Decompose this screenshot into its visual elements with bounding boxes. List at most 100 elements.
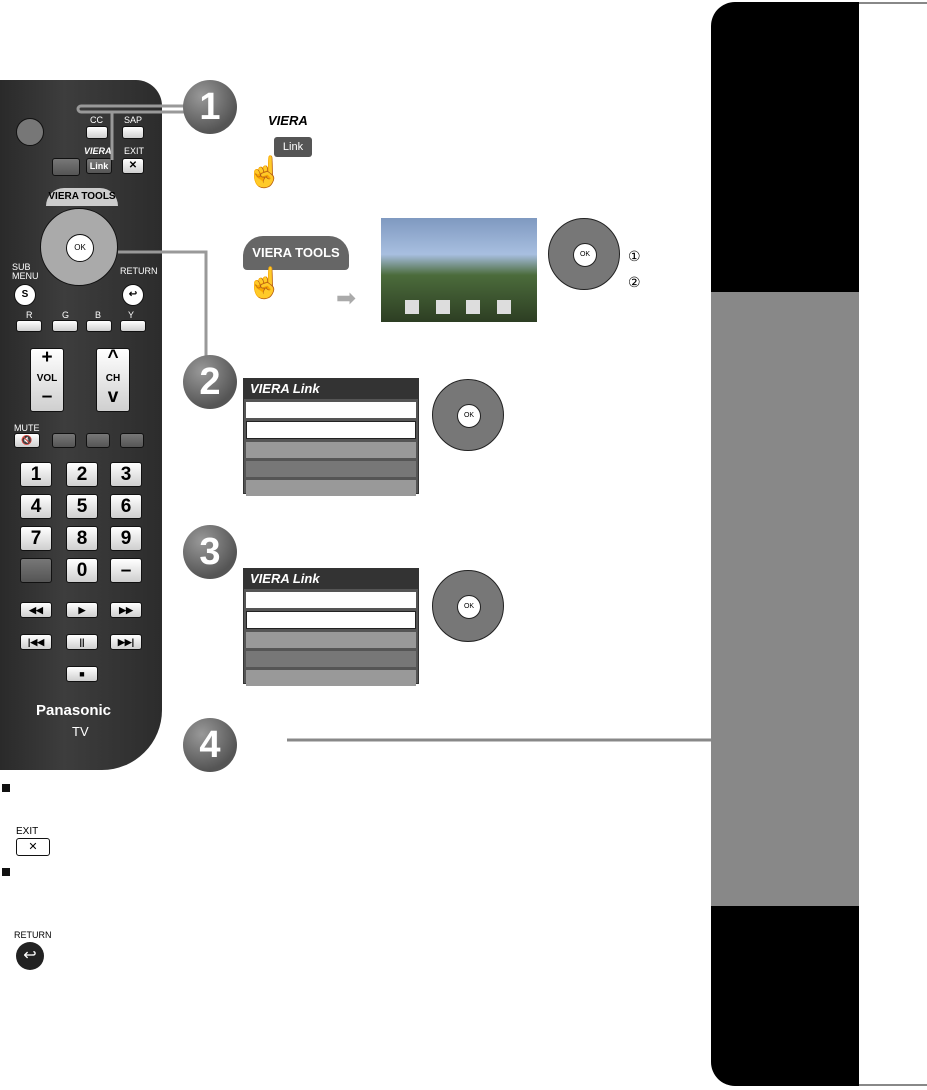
blank-button[interactable] (52, 158, 80, 176)
ok-center: OK (573, 243, 597, 267)
menu-title: VIERA Link (244, 379, 418, 399)
step-2-badge: 2 (183, 355, 237, 409)
menu-title-text: Link (292, 381, 320, 396)
return-legend-icon: ↩ (16, 942, 44, 970)
skip-back-button[interactable]: |◀◀ (20, 634, 52, 650)
digit-2-button[interactable]: 2 (66, 462, 98, 487)
r-label: R (26, 310, 33, 320)
func-button-2[interactable] (86, 433, 110, 448)
ok-center: OK (457, 595, 481, 619)
digit-6-button[interactable]: 6 (110, 494, 142, 519)
ok-button[interactable]: OK (66, 234, 94, 262)
digit-3-button[interactable]: 3 (110, 462, 142, 487)
return-legend-label: RETURN (14, 930, 52, 940)
viera-tools-button[interactable]: VIERA TOOLS (46, 188, 118, 206)
arrow-right-icon: ➡ (336, 285, 357, 312)
volume-rocker[interactable]: +VOL– (30, 348, 64, 412)
viera-link-menu-step2: VIERA Link (243, 378, 419, 496)
sap-label: SAP (124, 115, 143, 125)
sub-label: SUB (12, 262, 31, 272)
tv-screen-photo (381, 218, 537, 322)
return-button[interactable]: ↩ (122, 284, 144, 306)
digit-1-button[interactable]: 1 (20, 462, 52, 487)
menu-row[interactable] (246, 670, 416, 686)
digit-9-button[interactable]: 9 (110, 526, 142, 551)
link-key-illustration: Link (274, 137, 312, 157)
sap-button[interactable] (122, 126, 144, 139)
blank-key[interactable] (20, 558, 52, 583)
sidebar-tab-dark-bottom[interactable] (711, 906, 859, 1086)
digit-4-button[interactable]: 4 (20, 494, 52, 519)
exit-button[interactable]: ✕ (122, 158, 144, 174)
menu-title-text: Link (292, 571, 320, 586)
red-button[interactable] (16, 320, 42, 332)
ok-pad-step1: OK (548, 218, 620, 290)
callout-1: ① (628, 248, 641, 264)
menu-row[interactable] (246, 592, 416, 608)
step-1-badge: 1 (183, 80, 237, 134)
menu-label: MENU (12, 271, 39, 281)
yellow-button[interactable] (120, 320, 146, 332)
digit-7-button[interactable]: 7 (20, 526, 52, 551)
pause-button[interactable]: || (66, 634, 98, 650)
func-button-1[interactable] (52, 433, 76, 448)
rewind-button[interactable]: ◀◀ (20, 602, 52, 618)
y-label: Y (128, 310, 135, 320)
power-button[interactable] (16, 118, 44, 146)
section-sidebar (711, 0, 927, 1090)
g-label: G (62, 310, 70, 320)
ok-pad-step3: OK (432, 570, 504, 642)
menu-title: VIERA Link (244, 569, 418, 589)
b-label: B (95, 310, 102, 320)
play-button[interactable]: ▶ (66, 602, 98, 618)
menu-row[interactable] (246, 461, 416, 477)
viera-tools-bar (397, 300, 519, 314)
viera-tools-key-illustration: VIERA TOOLS (243, 236, 349, 270)
dash-button[interactable]: – (110, 558, 142, 583)
exit-label: EXIT (124, 146, 145, 156)
tv-label: TV (72, 724, 89, 739)
digit-8-button[interactable]: 8 (66, 526, 98, 551)
viera-link-label: VIERA (84, 146, 112, 156)
connector-lines (76, 104, 711, 742)
callout-2: ② (628, 274, 641, 290)
nav-pad[interactable]: OK (40, 208, 118, 286)
return-label: RETURN (120, 266, 158, 276)
sidebar-tab-gray[interactable] (711, 292, 859, 906)
menu-row[interactable] (246, 632, 416, 648)
menu-row-selected[interactable] (246, 611, 416, 629)
submenu-button[interactable]: S (14, 284, 36, 306)
func-button-3[interactable] (120, 433, 144, 448)
vol-label: VOL (36, 373, 58, 384)
mute-button[interactable]: 🔇 (14, 433, 40, 448)
blue-button[interactable] (86, 320, 112, 332)
sidebar-top-rule (859, 2, 927, 4)
cc-label: CC (90, 115, 103, 125)
menu-row[interactable] (246, 402, 416, 418)
menu-row-selected[interactable] (246, 421, 416, 439)
menu-row[interactable] (246, 651, 416, 667)
mute-label: MUTE (14, 423, 40, 433)
ch-label: CH (105, 373, 121, 384)
sidebar-tab-dark-top[interactable] (711, 2, 859, 292)
link-button[interactable]: Link (86, 158, 112, 174)
skip-forward-button[interactable]: ▶▶| (110, 634, 142, 650)
fast-forward-button[interactable]: ▶▶ (110, 602, 142, 618)
hand-pointer-icon-2: ☝ (246, 267, 284, 300)
menu-row[interactable] (246, 480, 416, 496)
digit-0-button[interactable]: 0 (66, 558, 98, 583)
viera-link-menu-step3: VIERA Link (243, 568, 419, 686)
remote-control: CC SAP VIERA EXIT Link ✕ VIERA TOOLS OK … (0, 80, 162, 770)
cc-button[interactable] (86, 126, 108, 139)
bullet-square (2, 784, 10, 792)
green-button[interactable] (52, 320, 78, 332)
bullet-square-2 (2, 868, 10, 876)
digit-5-button[interactable]: 5 (66, 494, 98, 519)
exit-legend-label: EXIT (16, 826, 39, 837)
stop-button[interactable]: ■ (66, 666, 98, 682)
viera-logo-small: VIERA (268, 113, 308, 128)
menu-row[interactable] (246, 442, 416, 458)
step-4-badge: 4 (183, 718, 237, 772)
exit-legend-icon: ✕ (16, 838, 50, 856)
